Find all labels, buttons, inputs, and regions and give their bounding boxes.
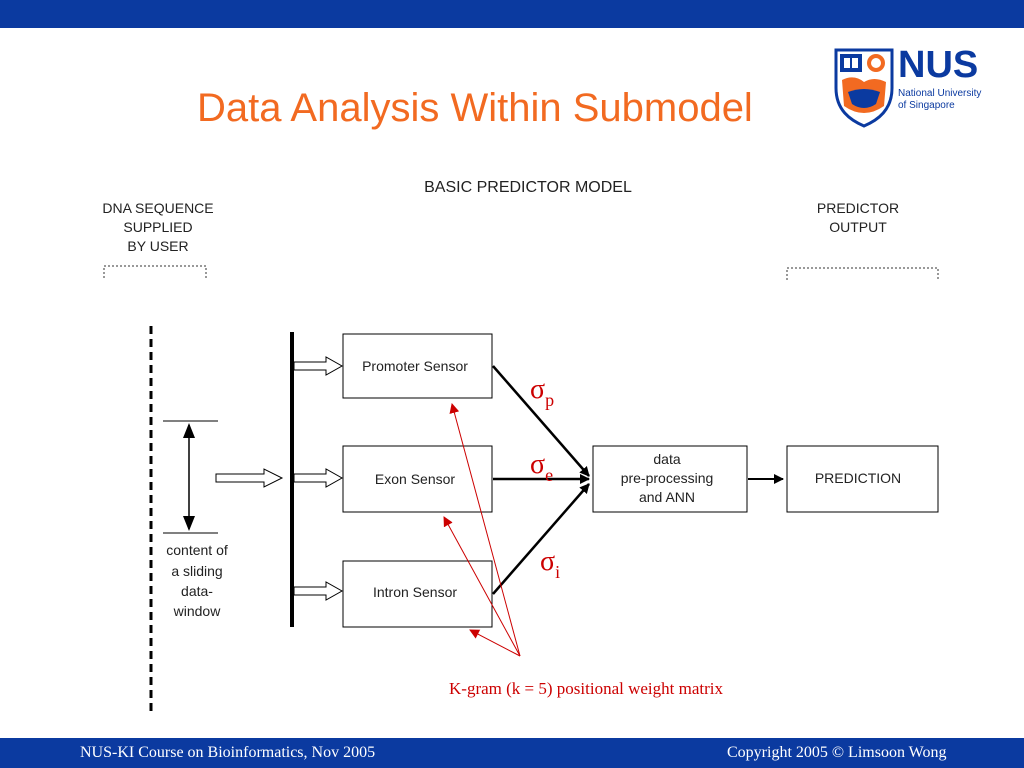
nus-crest-icon	[834, 48, 894, 128]
annotation-label: K-gram (k = 5) positional weight matrix	[449, 679, 723, 698]
promoter-sensor-label: Promoter Sensor	[362, 358, 468, 374]
exon-sensor-box	[342, 445, 493, 513]
processor-label-line3: and ANN	[639, 489, 695, 505]
bottom-bar	[0, 738, 1024, 768]
window-arrowhead-up	[183, 423, 195, 438]
top-bar	[0, 0, 1024, 28]
footer-course: NUS-KI Course on Bioinformatics, Nov 200…	[80, 744, 376, 761]
intron-sensor-label: Intron Sensor	[373, 584, 457, 600]
annotation-to-exon-arrow	[443, 516, 521, 657]
output-bracket	[786, 267, 939, 280]
annotation-to-intron-arrow	[469, 629, 521, 657]
output-label-line1: PREDICTOR	[817, 200, 899, 216]
window-label-line3: data-	[181, 583, 213, 599]
nus-logo-line2: of Singapore	[898, 100, 955, 111]
bus-to-promoter-arrow	[293, 356, 344, 376]
nus-logo-word: NUS	[898, 44, 979, 86]
dna-label-line1: DNA SEQUENCE	[102, 200, 213, 216]
processor-label-line2: pre-processing	[621, 470, 714, 486]
prediction-box	[786, 445, 939, 513]
intron-to-processor-arrow	[492, 483, 590, 595]
nus-logo-line1: National University	[898, 88, 982, 99]
dna-label-line2: SUPPLIED	[123, 219, 192, 235]
sigma-p-label: σp	[530, 374, 554, 410]
window-label-line1: content of	[166, 542, 228, 558]
slide-title: Data Analysis Within Submodel	[197, 86, 753, 130]
exon-sensor-label: Exon Sensor	[375, 471, 455, 487]
footer-copyright: Copyright 2005 © Limsoon Wong	[727, 744, 947, 761]
sigma-e-label: σe	[530, 449, 553, 485]
processor-box	[592, 445, 748, 513]
sigma-i-label: σi	[540, 546, 560, 582]
predictor-diagram: BASIC PREDICTOR MODEL DNA SEQUENCE SUPPL…	[102, 179, 939, 716]
dna-label-line3: BY USER	[127, 238, 188, 254]
diagram-heading: BASIC PREDICTOR MODEL	[424, 179, 632, 196]
bus-to-intron-arrow	[293, 581, 344, 601]
dna-bracket	[103, 265, 207, 278]
window-label-line2: a sliding	[171, 563, 222, 579]
promoter-sensor-box	[342, 333, 493, 399]
promoter-to-processor-arrow	[492, 365, 590, 477]
prediction-label: PREDICTION	[815, 470, 901, 486]
intron-sensor-box	[342, 560, 493, 628]
window-input-arrow	[215, 468, 284, 488]
processor-label-line1: data	[653, 451, 680, 467]
window-label-line4: window	[173, 603, 222, 619]
annotation-to-promoter-arrow	[449, 403, 521, 657]
bus-to-exon-arrow	[293, 468, 344, 488]
output-label-line2: OUTPUT	[829, 219, 887, 235]
window-arrowhead-down	[183, 516, 195, 531]
